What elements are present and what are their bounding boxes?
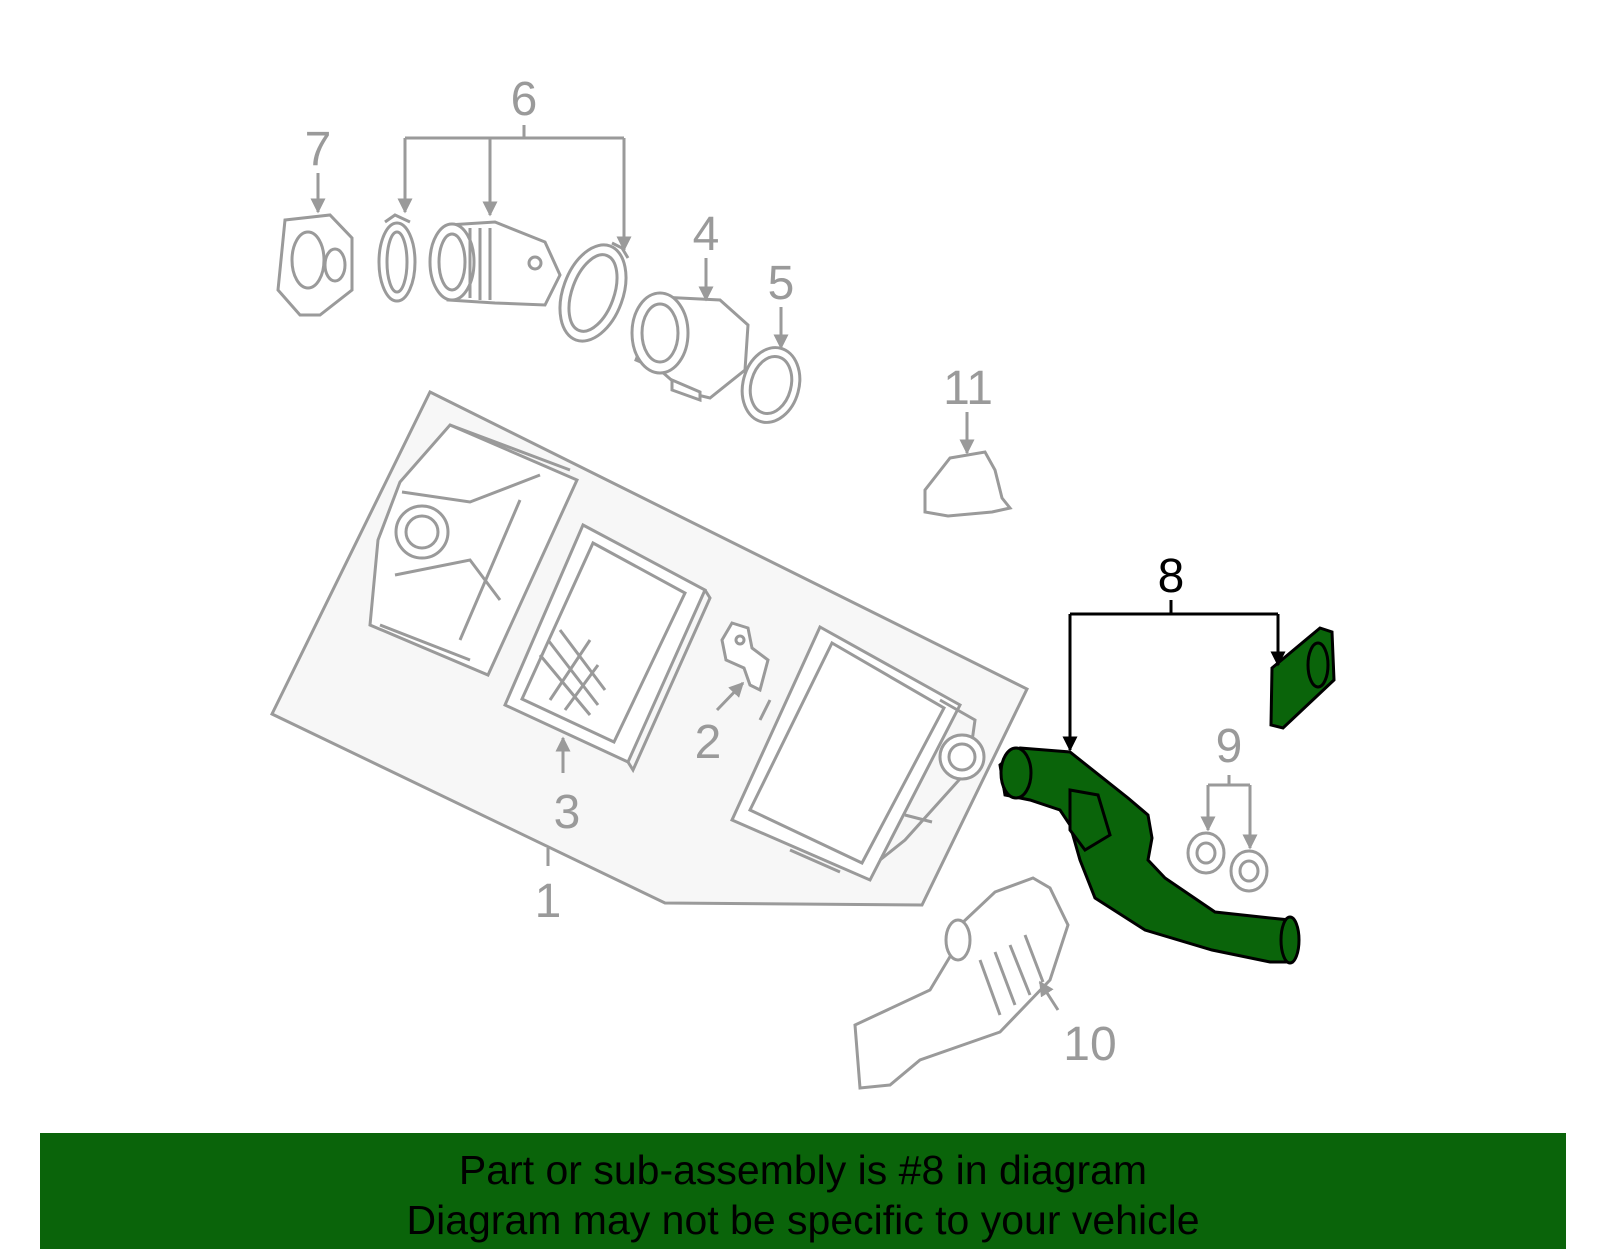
callout-4: 4 xyxy=(693,208,720,261)
callout-6: 6 xyxy=(511,73,538,126)
intake-hose-with-clamps xyxy=(377,213,630,343)
throttle-body xyxy=(276,213,354,317)
air-intake-duct-lower xyxy=(853,876,1070,1090)
gasket-ring xyxy=(740,346,802,424)
air-filter-element xyxy=(503,522,712,774)
callout-8: 8 xyxy=(1158,550,1185,603)
bracket-part xyxy=(720,621,770,693)
seal-part xyxy=(923,450,1013,518)
callout-5: 5 xyxy=(768,257,795,310)
banner-line-1: Part or sub-assembly is #8 in diagram xyxy=(458,1147,1148,1193)
air-cleaner-lower-housing xyxy=(730,624,986,882)
callout-11: 11 xyxy=(943,362,993,415)
air-cleaner-cover xyxy=(368,423,579,677)
leader-lines-highlighted xyxy=(1062,600,1286,752)
callout-10: 10 xyxy=(1063,1018,1116,1071)
banner-line-2: Diagram may not be specific to your vehi… xyxy=(406,1197,1200,1243)
info-banner: Part or sub-assembly is #8 in diagram Di… xyxy=(40,1133,1566,1249)
mass-air-flow-sensor xyxy=(630,291,750,403)
air-intake-duct-highlighted xyxy=(998,746,1301,965)
callout-3: 3 xyxy=(554,786,581,839)
callout-1: 1 xyxy=(535,875,562,928)
duct-cover-highlighted xyxy=(1269,626,1336,730)
callout-9: 9 xyxy=(1216,720,1243,773)
grommets xyxy=(1186,831,1269,893)
callout-2: 2 xyxy=(695,716,722,769)
leader-lines xyxy=(310,125,1258,1011)
callout-7: 7 xyxy=(305,123,332,176)
